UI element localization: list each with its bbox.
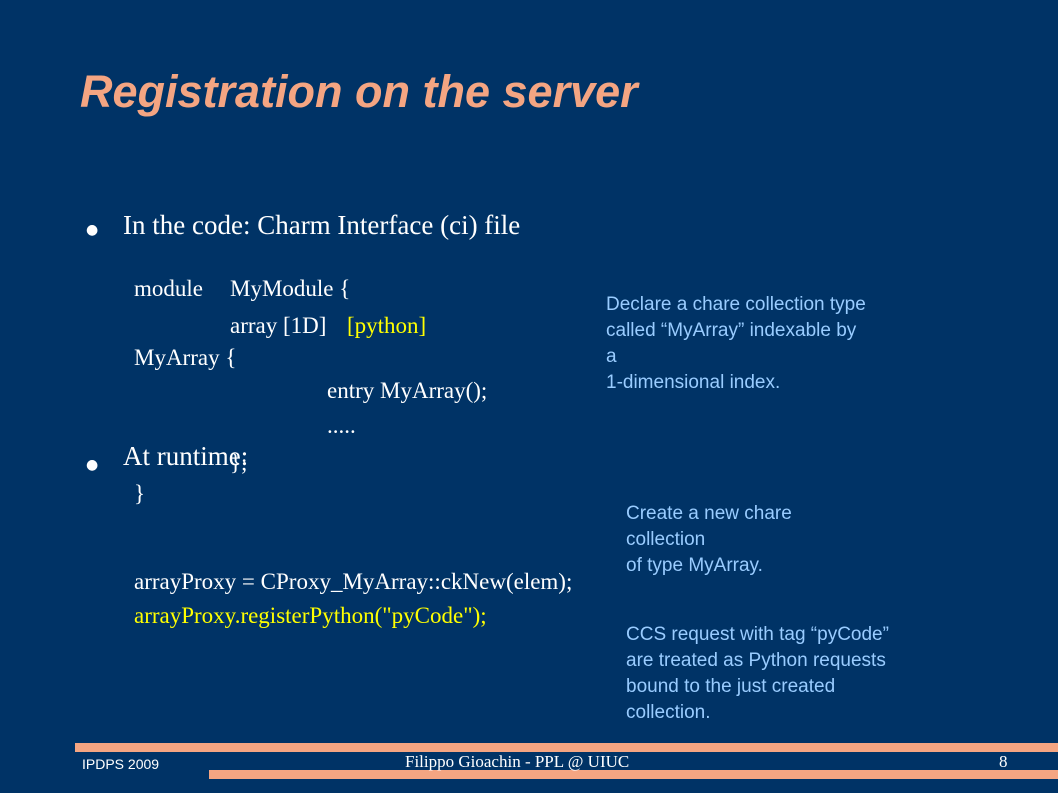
code-line-ellipsis: ..... [327, 413, 356, 438]
code-line-myarray: MyArray { [134, 345, 237, 370]
page-number: 8 [999, 752, 1008, 771]
footer-author: Filippo Gioachin - PPL @ UIUC [405, 752, 630, 771]
footer-accent-bar-bottom [209, 770, 1058, 779]
code-line-array-decl: array [1D] [230, 313, 327, 338]
code-line-entry: entry MyArray(); [327, 378, 488, 403]
bullet-icon: ● [86, 457, 99, 473]
code-line-module-name: MyModule { [230, 276, 351, 301]
code-line-python-attr: [python] [347, 313, 427, 338]
note-ccs-request: CCS request with tag “pyCode” are treate… [626, 624, 889, 723]
note-create-collection: Create a new chare collection of type My… [626, 503, 792, 576]
note-declare-collection: Declare a chare collection type called “… [606, 294, 866, 393]
footer-accent-bar-top [75, 743, 1058, 752]
code-line-close-module: } [134, 481, 146, 506]
bullet-code-ci: In the code: Charm Interface (ci) file [123, 210, 521, 240]
code-line-register-python: arrayProxy.registerPython("pyCode"); [134, 603, 487, 628]
code-line-module-keyword: module [134, 276, 203, 301]
bullet-icon: ● [86, 222, 99, 238]
footer-conference: IPDPS 2009 [82, 756, 160, 772]
code-line-close-array: }; [230, 450, 248, 475]
code-line-cknew: arrayProxy = CProxy_MyArray::ckNew(elem)… [134, 569, 573, 594]
slide-title: Registration on the server [80, 66, 638, 117]
bullet-runtime: At runtime: [123, 441, 249, 471]
